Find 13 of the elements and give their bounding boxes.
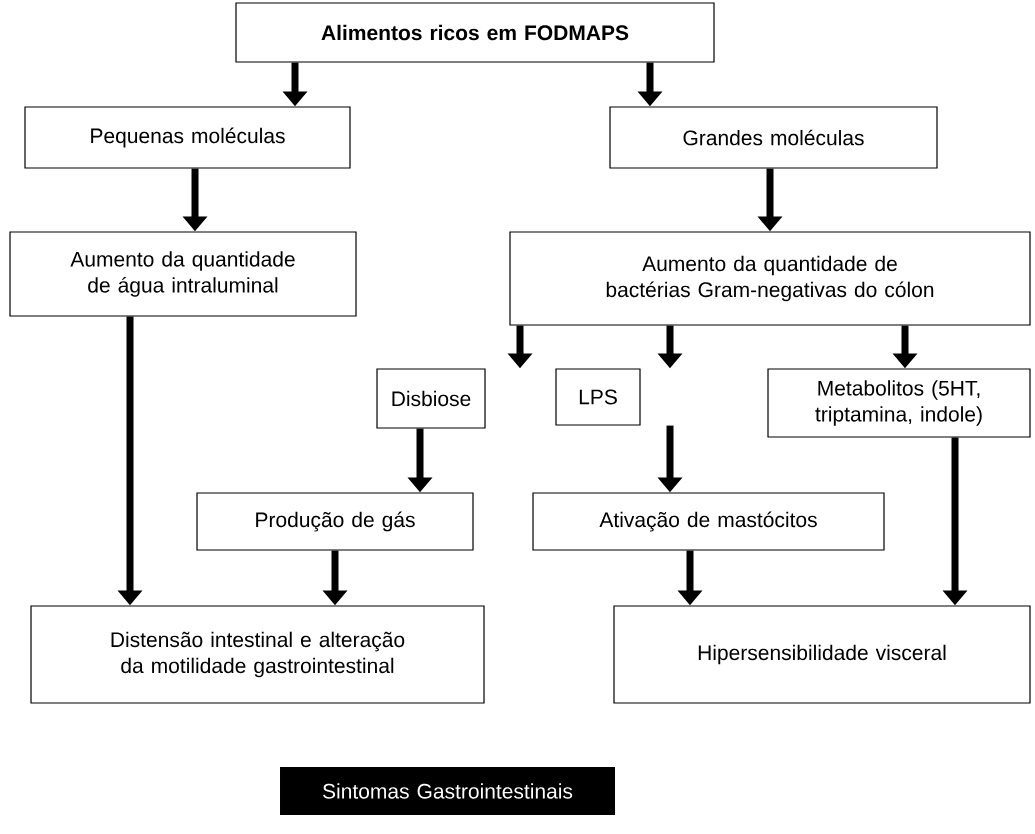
title-box: Alimentos ricos em FODMAPS: [235, 2, 715, 63]
process-box: Disbiose: [376, 368, 486, 429]
label-bar: Sintomas Gastrointestinais: [280, 767, 615, 815]
process-box: Grandes moléculas: [609, 106, 938, 169]
process-box: Aumento da quantidade de água intraluminal: [9, 231, 357, 317]
process-box: LPS: [555, 368, 641, 426]
process-box: Ativação de mastócitos: [532, 492, 885, 551]
process-box: Hipersensibilidade visceral: [613, 605, 1031, 704]
process-box: Metabolitos (5HT, triptamina, indole): [767, 368, 1031, 438]
process-box: Pequenas moléculas: [24, 106, 351, 169]
process-box: Distensão intestinal e alteração da motilidade gastrointestinal: [30, 605, 485, 704]
process-box: Produção de gás: [196, 492, 474, 551]
process-box: Aumento da quantidade de bactérias Gram-negativas do cólon: [509, 231, 1031, 326]
